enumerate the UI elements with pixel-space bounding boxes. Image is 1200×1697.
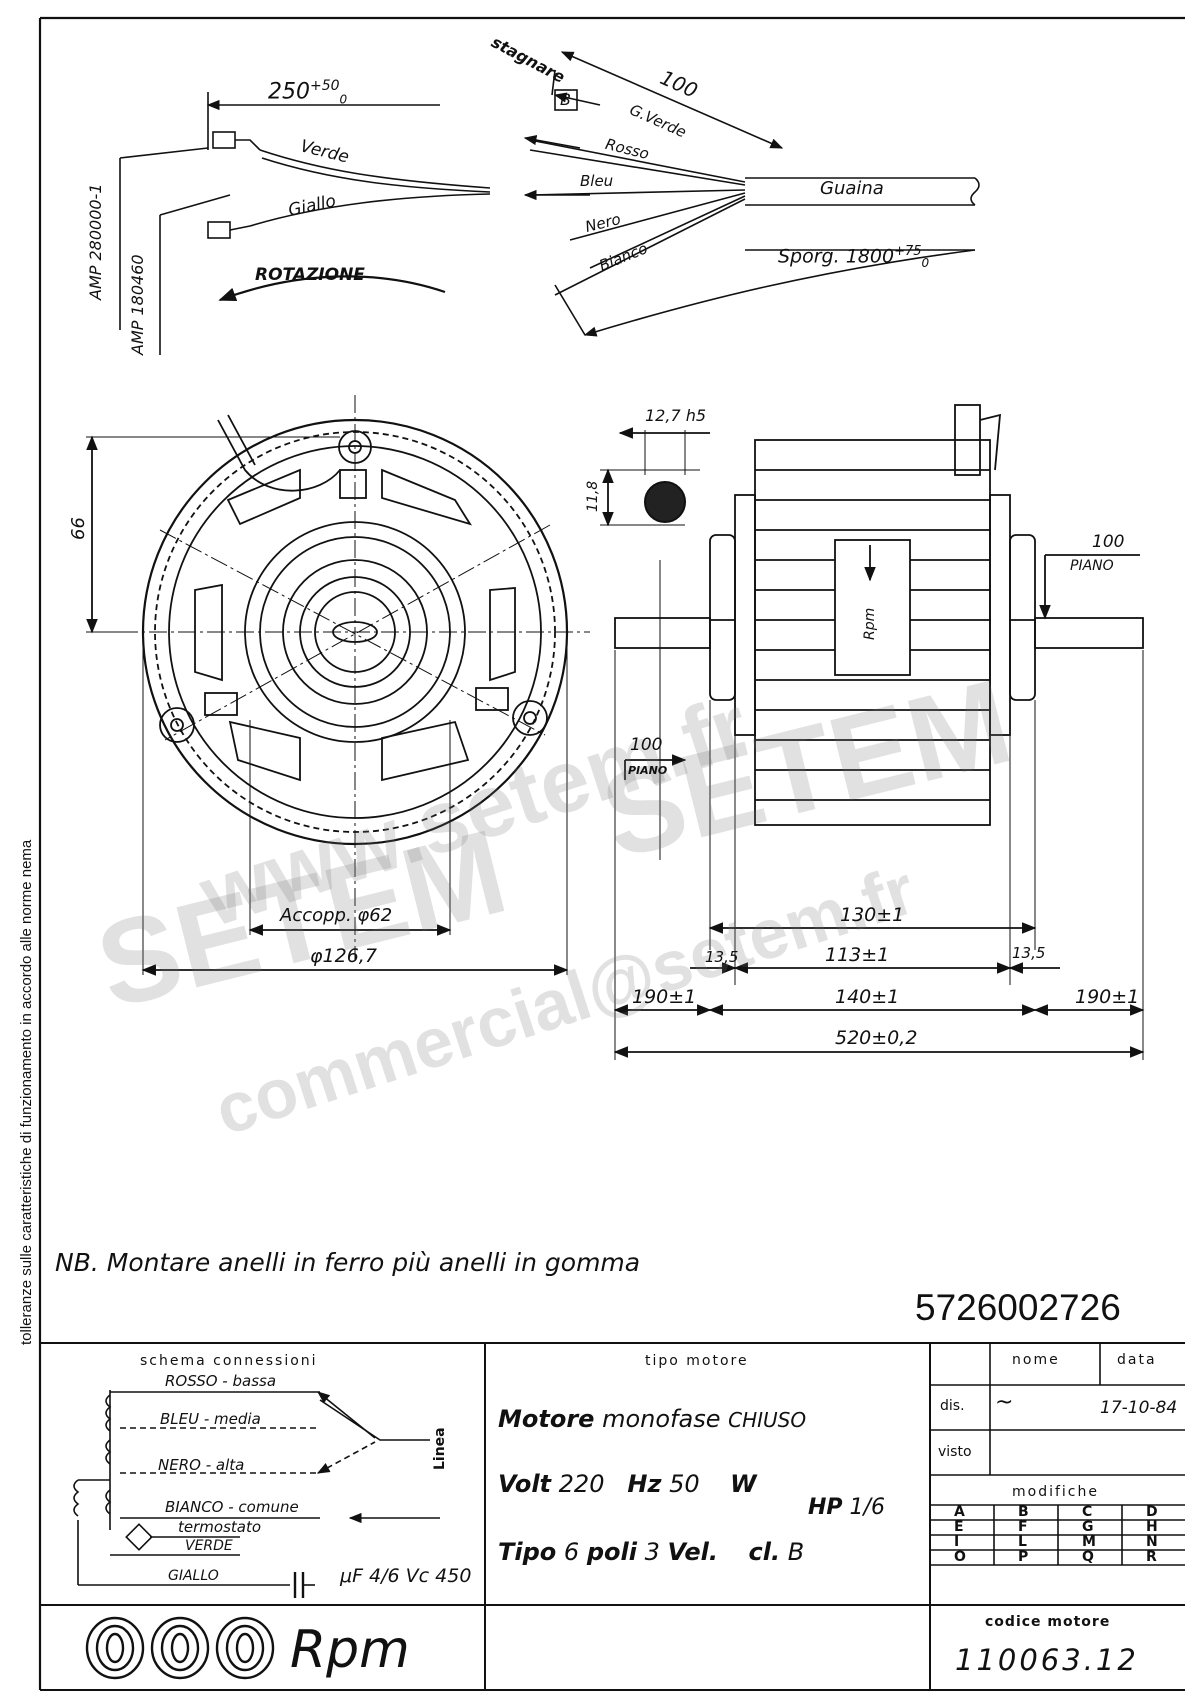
modifica-p: P <box>1018 1549 1029 1565</box>
modifica-c: C <box>1082 1504 1093 1520</box>
dim-130: 130±1 <box>840 904 905 926</box>
lead-length-dim: 250+500 <box>268 78 348 107</box>
amp-connector-1: AMP 280000-1 <box>86 183 105 300</box>
motor-line-2: Volt 220 Hz 50 W <box>498 1470 757 1498</box>
modifica-h: H <box>1146 1519 1158 1535</box>
shaft-dim: 12,7 h5 <box>645 406 707 425</box>
schema-capacitor: μF 4/6 Vc 450 <box>340 1565 472 1587</box>
schema-linea: Linea <box>432 1427 448 1470</box>
logo-text: Rpm <box>290 1620 410 1680</box>
schema-bianco: BIANCO - comune <box>165 1498 299 1516</box>
tb-visto: visto <box>938 1444 972 1460</box>
modifica-g: G <box>1082 1519 1094 1535</box>
modifica-a: A <box>954 1504 965 1520</box>
dim-140: 140±1 <box>835 986 900 1008</box>
body-label: Rpm <box>862 607 878 640</box>
modifica-q: Q <box>1082 1549 1094 1565</box>
modifica-b: B <box>1018 1504 1029 1520</box>
tb-signature: ~ <box>995 1390 1014 1415</box>
motor-line-3: Tipo 6 poli 3 Vel. cl. B <box>498 1538 805 1566</box>
dim-66: 66 <box>68 517 89 540</box>
tb-codice-value: 110063.12 <box>955 1643 1139 1677</box>
tb-dis: dis. <box>940 1398 965 1414</box>
piano-side: PIANO <box>1070 558 1114 574</box>
dim-13-5-right: 13,5 <box>1012 944 1046 962</box>
wire-bleu: Bleu <box>580 172 614 190</box>
modifica-m: M <box>1082 1534 1096 1550</box>
motor-hp: HP 1/6 <box>808 1495 885 1520</box>
amp-connector-2: AMP 180460 <box>128 254 147 355</box>
sporg-label: Sporg. 1800+750 <box>778 244 930 271</box>
motor-line-1: Motore monofase CHIUSO <box>498 1405 807 1433</box>
dim-13-5-left: 13,5 <box>705 948 739 966</box>
guaina-label: Guaina <box>820 178 884 199</box>
dim-accopp: Accopp. φ62 <box>280 905 393 926</box>
schema-giallo: GIALLO <box>168 1568 219 1584</box>
side-note: tolleranze sulle caratteristiche di funz… <box>18 839 35 1345</box>
tb-data: data <box>1117 1352 1157 1368</box>
modifica-r: R <box>1146 1549 1157 1565</box>
motor-header: tipo motore <box>645 1353 749 1369</box>
dim-190-left: 190±1 <box>632 986 697 1008</box>
stagnare-ref: B <box>560 90 571 109</box>
tb-date: 17-10-84 <box>1100 1398 1178 1418</box>
schema-nero: NERO - alta <box>158 1456 245 1474</box>
dim-190-right: 190±1 <box>1075 986 1140 1008</box>
mounting-note: NB. Montare anelli in ferro più anelli i… <box>55 1248 641 1277</box>
modifica-d: D <box>1146 1504 1158 1520</box>
schema-verde: VERDE <box>185 1538 233 1554</box>
tb-modifiche: modifiche <box>1012 1484 1099 1500</box>
dim-diameter: φ126,7 <box>310 945 377 967</box>
modifica-e: E <box>954 1519 964 1535</box>
piano-100-side: 100 <box>1092 532 1125 552</box>
schema-bleu: BLEU - media <box>160 1410 261 1428</box>
rotation-label: ROTAZIONE <box>255 265 365 285</box>
modifica-i: I <box>954 1534 960 1550</box>
dim-113: 113±1 <box>825 944 890 966</box>
piano-front: PIANO <box>628 764 668 777</box>
schema-termostato: termostato <box>178 1518 262 1536</box>
drawing-number: 5726002726 <box>915 1287 1121 1328</box>
modifica-f: F <box>1018 1519 1028 1535</box>
piano-100-front: 100 <box>630 735 663 755</box>
modifica-l: L <box>1018 1534 1027 1550</box>
modifiche-grid: A B C D E F G H I L M N O P Q R <box>930 1504 1185 1565</box>
schema-title: schema connessioni <box>140 1353 318 1369</box>
modifica-n: N <box>1146 1534 1158 1550</box>
tb-nome: nome <box>1012 1352 1060 1368</box>
modifica-o: O <box>954 1549 966 1565</box>
shaft-flat-dim: 11,8 <box>585 480 601 512</box>
schema-rosso: ROSSO - bassa <box>165 1372 277 1390</box>
tb-codice-label: codice motore <box>985 1614 1111 1630</box>
dim-520: 520±0,2 <box>835 1027 918 1049</box>
